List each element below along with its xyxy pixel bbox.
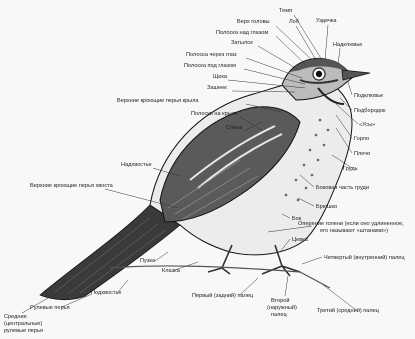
label-operenie-goleni-line2: его называют «штанами»): [320, 228, 388, 234]
label-bokovaya-chast-grudi: Боковая часть груди: [316, 185, 369, 191]
label-chetvyorty-palets: Четвертый (внутренний) палец: [324, 254, 405, 261]
label-puzka: Пузка: [140, 258, 156, 264]
label-klaska: Клазка: [162, 268, 181, 274]
label-verkhnie-kroyushchie-krylo: Верхние кроющие перья крыла: [117, 98, 199, 104]
label-usy: «Усы»: [359, 122, 375, 128]
label-vtoroy-line1: Второй: [271, 297, 290, 304]
label-srednie-line2: (центральные): [4, 321, 42, 327]
label-podklyuve: Подклювье: [354, 93, 383, 99]
label-gorlo: Горло: [354, 136, 369, 142]
label-srednie-line3: рулевые перья: [4, 328, 43, 334]
label-operenie-goleni-line1: Оперение голени (если оно удлиненное,: [298, 221, 404, 227]
label-shcheka: Щека: [213, 74, 228, 80]
label-nadklyuve: Надклювье: [333, 42, 362, 48]
label-lob: Лоб: [289, 19, 299, 25]
label-grud: Грудь: [343, 166, 358, 172]
label-poloska-pod-glazom: Полоска под глазом: [184, 63, 236, 69]
label-vtoroy-line3: палец: [271, 312, 288, 318]
bird-beak: [342, 70, 370, 80]
tail: [40, 205, 180, 300]
label-podborodok: Подбородок: [354, 108, 386, 114]
label-podkhvostye: Подхвостье: [91, 290, 121, 296]
label-spina: Спина: [226, 125, 243, 131]
bird-eye: [316, 71, 322, 77]
label-poloski-na-kryle: Полоски на крыле: [191, 111, 238, 117]
label-zadny-palets: Первый (задний) палец: [192, 292, 254, 299]
label-bryushko: Брюшко: [316, 204, 337, 210]
label-tretiy-palets: Третий (средний) палец: [317, 307, 380, 314]
label-rulevye-perya: Рулевые перья: [30, 305, 70, 311]
bird-illustration: [40, 58, 370, 299]
label-temya: Темя: [279, 8, 292, 14]
label-zashcheyok: Зашеек: [207, 85, 227, 91]
label-poloska-cherez-glaz: Полоска через глаз: [186, 52, 237, 58]
label-tsevka: Цевка: [292, 237, 309, 243]
label-zatylok: Затылок: [231, 40, 253, 46]
label-verkhnie-kroyushchie-khvost: Верхние кроющие перья хвоста: [30, 183, 114, 189]
label-uzdechka: Уздечка: [316, 18, 337, 24]
label-nadkhvostye: Надхвостье: [121, 162, 152, 168]
label-plecho: Плечо: [354, 151, 370, 157]
label-vtoroy-line2: (наружный): [267, 304, 297, 311]
label-srednie-line1: Средние: [4, 314, 27, 320]
label-verkh-golovy: Верх головы: [237, 19, 270, 25]
label-poloska-nad-glazom: Полоска над глазом: [216, 30, 268, 36]
